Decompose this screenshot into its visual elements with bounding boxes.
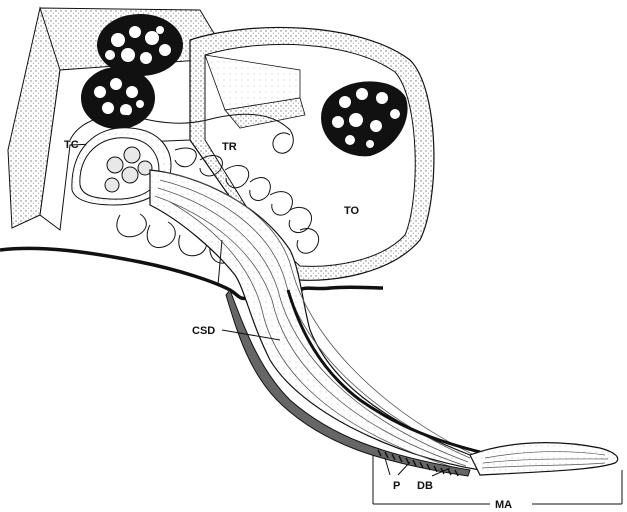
- label-tr: TR: [222, 141, 237, 153]
- label-ma: MA: [495, 499, 512, 511]
- tubule-cluster-top: [98, 15, 182, 75]
- label-to: TO: [344, 205, 360, 217]
- label-tc: TC: [64, 139, 79, 151]
- label-csd: CSD: [192, 325, 215, 337]
- label-db: DB: [417, 480, 433, 492]
- outline-right-branch: [300, 287, 383, 290]
- ampulla-tip: [470, 443, 618, 475]
- label-p: P: [393, 480, 400, 492]
